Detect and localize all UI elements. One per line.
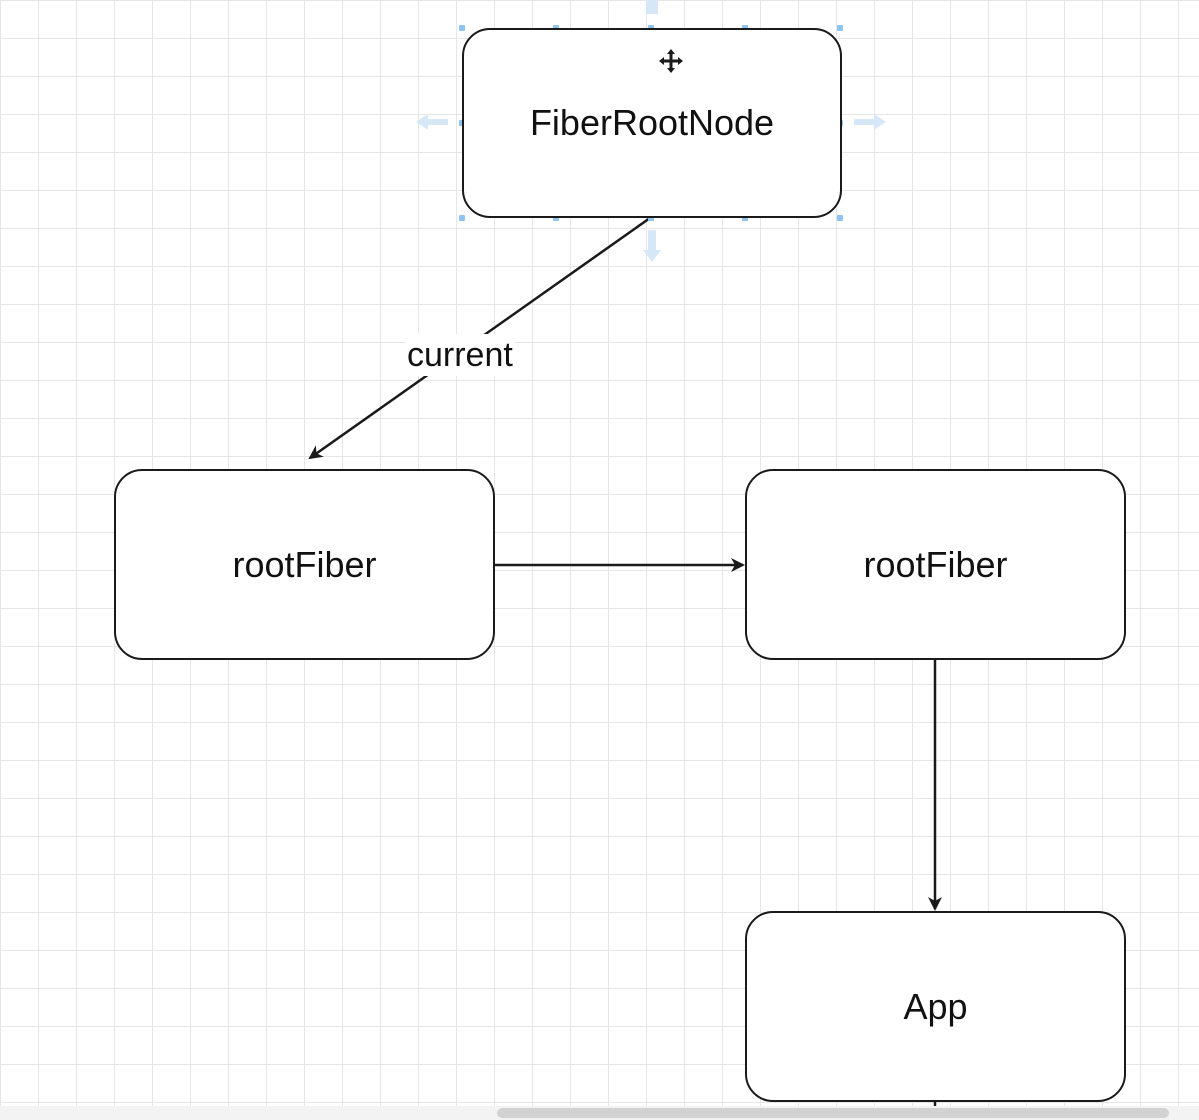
selection-handle-sw[interactable] xyxy=(459,215,465,221)
connect-arrow-up-icon[interactable] xyxy=(642,0,662,14)
node-label: App xyxy=(903,985,968,1027)
node-root-fiber-current[interactable]: rootFiber xyxy=(114,469,495,660)
selection-handle-nw[interactable] xyxy=(459,25,465,31)
node-label: rootFiber xyxy=(232,543,377,585)
selection-handle-s-left[interactable] xyxy=(553,215,559,221)
node-app[interactable]: App xyxy=(745,911,1126,1102)
move-icon[interactable] xyxy=(658,48,684,74)
selection-handle-ne[interactable] xyxy=(837,25,843,31)
selection-handle-s-right[interactable] xyxy=(742,215,748,221)
selection-handle-s[interactable] xyxy=(648,215,654,221)
node-root-fiber-alternate[interactable]: rootFiber xyxy=(745,469,1126,660)
connect-arrow-right-icon[interactable] xyxy=(852,112,888,132)
edge-label-current[interactable]: current xyxy=(405,334,515,376)
node-label: rootFiber xyxy=(863,543,1008,585)
horizontal-scrollbar-thumb[interactable] xyxy=(497,1108,1169,1118)
selection-handle-se[interactable] xyxy=(837,215,843,221)
connect-arrow-down-icon[interactable] xyxy=(641,228,663,264)
node-fiber-root-node[interactable]: FiberRootNode xyxy=(462,28,842,218)
node-label: FiberRootNode xyxy=(529,102,775,143)
connect-arrow-left-icon[interactable] xyxy=(414,112,450,132)
